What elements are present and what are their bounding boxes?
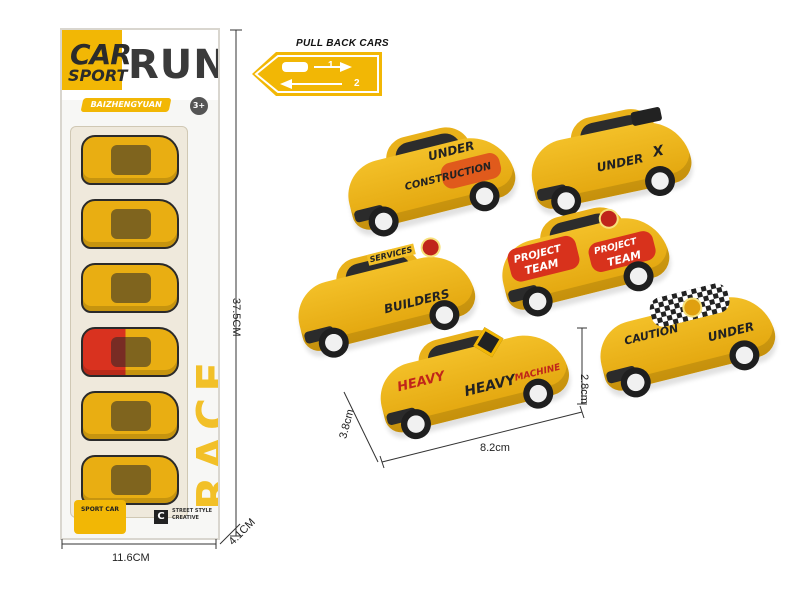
package-car-4 <box>81 327 179 377</box>
sport-car-badge: SPORT CAR <box>74 500 126 534</box>
pullback-badge-border <box>254 55 379 93</box>
pullback-arrowhead-back <box>280 79 292 89</box>
car-width-line <box>343 391 379 463</box>
package-logo-run: RUN <box>128 42 220 88</box>
package-car-2 <box>81 199 179 249</box>
car-crest <box>418 235 443 260</box>
age-badge: 3+ <box>190 97 208 115</box>
car-length-tick-b <box>579 405 585 419</box>
product-package: CAR SPORT RUN BAIZHENGYUAN 3+ RACE SPORT… <box>60 28 220 540</box>
package-logo-sport: SPORT <box>68 66 128 85</box>
package-height-label: 37.5CM <box>230 298 242 337</box>
package-car-3 <box>81 263 179 313</box>
car-height-label: 2.8cm <box>578 374 590 404</box>
package-car-1 <box>81 135 179 185</box>
pullback-arrowhead-forward <box>340 62 352 72</box>
package-car-5 <box>81 391 179 441</box>
pullback-title: PULL BACK CARS <box>296 38 389 49</box>
car-length-label: 8.2cm <box>480 442 510 454</box>
package-car-6 <box>81 455 179 505</box>
package-width-label: 11.6CM <box>112 552 150 564</box>
depth-line <box>219 523 241 545</box>
package-window <box>70 126 188 518</box>
footer-text: STREET STYLE CREATIVE <box>172 508 218 522</box>
footer-c-logo: C <box>154 510 168 524</box>
package-logo-car: CAR <box>70 38 132 71</box>
pullback-step-2: 2 <box>354 78 360 89</box>
pullback-car-icon <box>282 62 308 72</box>
package-logo-tab <box>62 30 122 90</box>
car-length-line <box>381 411 583 463</box>
car-length-tick-a <box>379 455 385 469</box>
footer-line-2: CREATIVE <box>172 515 199 521</box>
pullback-badge <box>252 52 382 96</box>
pullback-step-1: 1 <box>328 60 334 71</box>
footer-line-1: STREET STYLE <box>172 508 213 514</box>
